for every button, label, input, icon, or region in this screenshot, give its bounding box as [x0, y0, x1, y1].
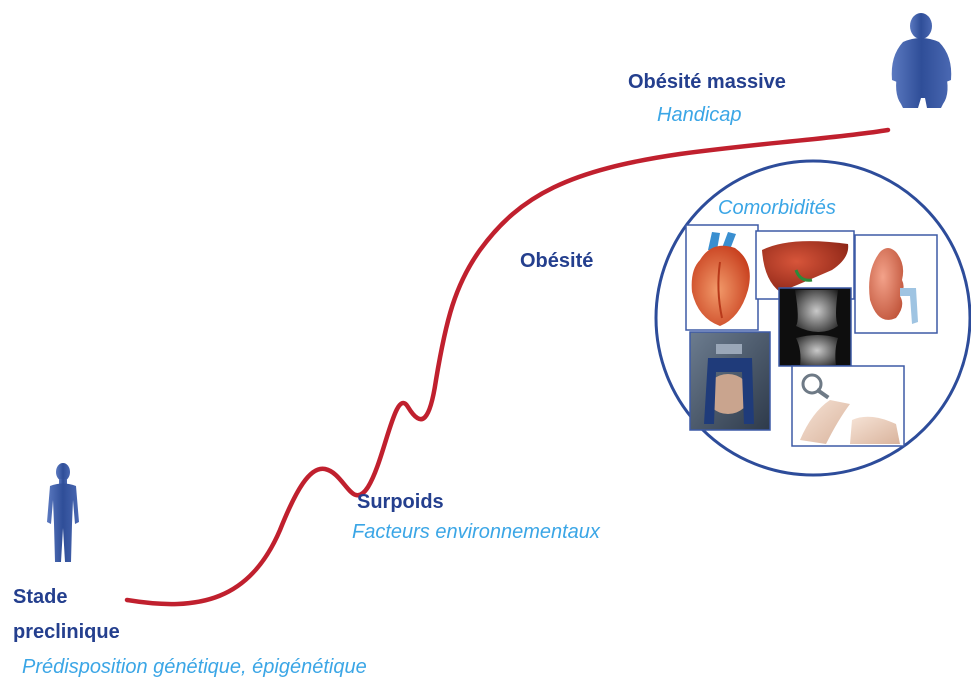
obesity-title: Obésité [520, 250, 594, 272]
slim-person-icon [47, 463, 79, 562]
glucose-test-image [791, 365, 905, 447]
massive-obesity-title: Obésité massive [628, 71, 786, 93]
massive-obesity-subtitle: Handicap [657, 104, 742, 126]
kidney-image [854, 234, 938, 334]
comorbidities-title: Comorbidités [718, 197, 836, 219]
knee-xray-image [778, 287, 852, 367]
heart-image [685, 224, 759, 331]
obese-person-icon [891, 13, 952, 108]
progression-curve [124, 127, 891, 607]
overweight-title: Surpoids [357, 491, 444, 513]
sleep-apnea-image [689, 331, 771, 431]
preclinical-title-line2: preclinique [13, 621, 120, 643]
preclinical-subtitle: Prédisposition génétique, épigénétique [22, 656, 367, 678]
preclinical-title-line1: Stade [13, 586, 68, 608]
overweight-subtitle: Facteurs environnementaux [352, 521, 600, 543]
